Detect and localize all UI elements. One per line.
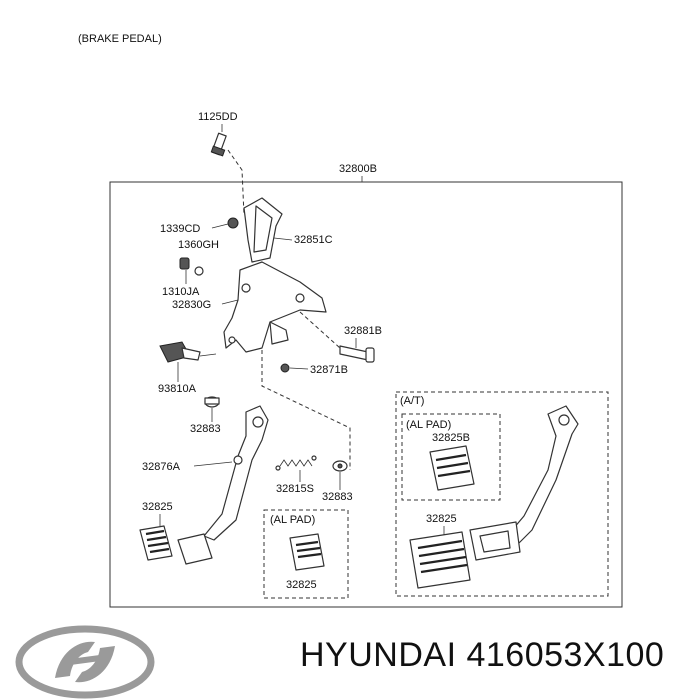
dash-guide-pivot: [261, 350, 351, 470]
bracket-32830G-icon: [223, 261, 327, 353]
at-pedal-pad-icon: [409, 521, 521, 589]
bracket-32851C-icon: [243, 197, 283, 263]
part-number-caption: HYUNDAI 416053X100: [300, 636, 665, 674]
label-32851C: 32851C: [294, 234, 333, 246]
return-spring-32815S-icon: [275, 455, 317, 471]
stopper-32883-lower-icon: [332, 460, 348, 472]
al-pedal-pad-icon: [289, 533, 325, 571]
label-32876A: 32876A: [142, 461, 181, 473]
stopper-32883-icon: [204, 396, 220, 408]
label-32871B: 32871B: [310, 364, 348, 376]
label-32825B: 32825B: [432, 432, 470, 444]
label-32830G: 32830G: [172, 299, 211, 311]
leader-32851C: [273, 237, 293, 241]
alpad-label-mt: (AL PAD): [270, 514, 315, 526]
label-32881B: 32881B: [344, 325, 382, 337]
label-93810A: 93810A: [158, 383, 197, 395]
at-al-pedal-pad-icon: [429, 445, 475, 491]
leader-32871B: [289, 367, 309, 370]
at-pedal-arm-icon: [501, 405, 579, 553]
shaft-32881B-icon: [339, 345, 375, 363]
dash-guide-shaft: [299, 311, 341, 349]
label-1339CD: 1339CD: [160, 223, 200, 235]
dash-guide-bolt: [227, 149, 245, 216]
at-box: [395, 391, 609, 597]
assembly-frame: [109, 181, 623, 608]
stop-switch-93810A-icon: [159, 341, 217, 363]
label-32825-alpad-mt: 32825: [286, 579, 317, 591]
alpad-box-at: [401, 413, 501, 501]
label-1310JA: 1310JA: [162, 286, 200, 298]
alpad-label-at: (AL PAD): [406, 419, 451, 431]
nut-1339CD-icon: [227, 217, 239, 229]
leader-32830G: [221, 299, 239, 305]
label-32800B: 32800B: [339, 163, 377, 175]
alpad-box-mt: [263, 509, 349, 599]
at-label: (A/T): [400, 395, 424, 407]
bushing-1310JA-icon: [179, 257, 204, 276]
label-32825-mt: 32825: [142, 501, 173, 513]
diagram-title: (BRAKE PEDAL): [78, 33, 162, 45]
label-1125DD: 1125DD: [198, 111, 238, 123]
label-32883-lower: 32883: [322, 491, 353, 503]
brake-pedal-arm-icon: [203, 405, 269, 541]
nut-32871B-icon: [280, 363, 290, 373]
bolt-1125DD-icon: [210, 132, 227, 157]
leader-1339CD: [211, 223, 229, 229]
pedal-pad-32825-icon: [139, 525, 213, 565]
label-32825-at: 32825: [426, 513, 457, 525]
label-1360GH: 1360GH: [178, 239, 219, 251]
hyundai-logo-icon: [15, 625, 155, 699]
label-32815S: 32815S: [276, 483, 314, 495]
leader-32876A: [193, 461, 233, 467]
label-32883-upper: 32883: [190, 423, 221, 435]
